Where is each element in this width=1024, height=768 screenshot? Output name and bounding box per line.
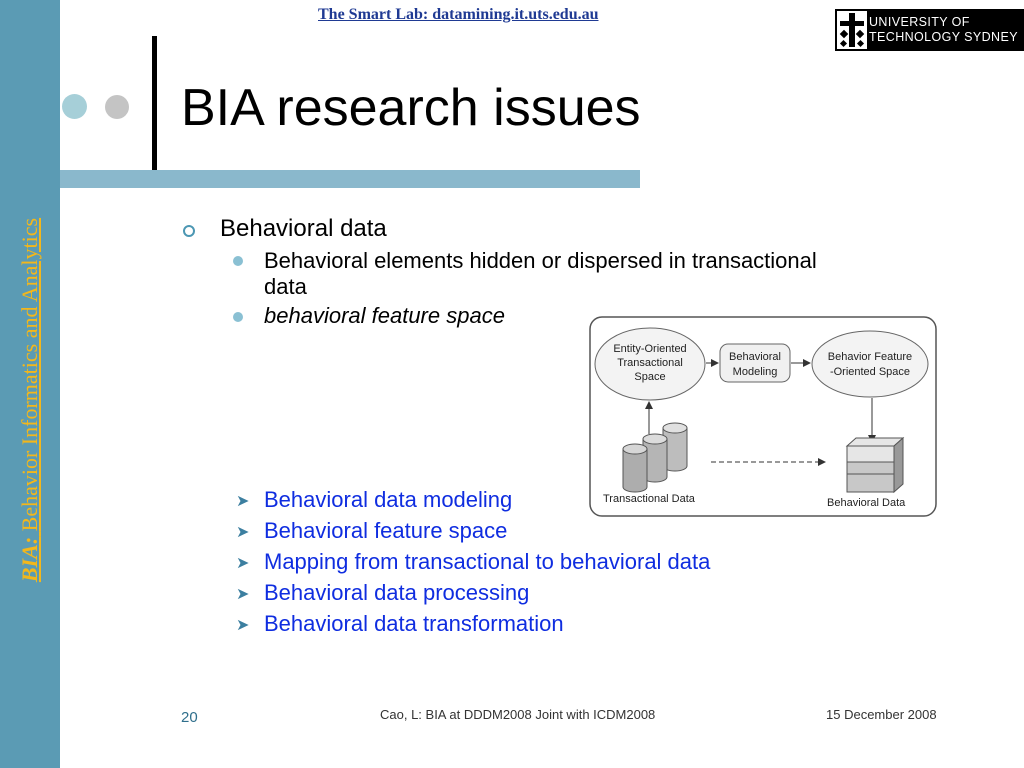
sidebar-title: BIA: Behavior Informatics and Analytics: [17, 218, 43, 582]
arrow-bullet-icon: ➤: [236, 524, 250, 541]
page-number: 20: [181, 709, 198, 726]
filled-circle-bullet-icon: [233, 312, 243, 322]
feature-space-label-2: -Oriented Space: [830, 366, 910, 378]
modeling-node: [719, 343, 791, 383]
behavioral-data-label: Behavioral Data: [827, 497, 906, 509]
title-divider: [60, 170, 640, 188]
bullet-feature-space: behavioral feature space: [264, 303, 505, 328]
sub-item: Behavioral data modeling: [264, 487, 513, 512]
bullet-behavioral-data: Behavioral data: [220, 215, 387, 242]
uts-wordmark: UNIVERSITY OF TECHNOLOGY SYDNEY: [869, 15, 1018, 45]
sidebar-abbr: BIA:: [17, 536, 42, 583]
sub-item: Behavioral data processing: [264, 580, 530, 605]
arrow-bullet-icon: ➤: [236, 617, 250, 634]
entity-space-label-3: Space: [634, 371, 665, 383]
modeling-label-1: Behavioral: [729, 351, 781, 363]
sub-item: Behavioral data transformation: [264, 611, 564, 636]
entity-space-label-2: Transactional: [617, 357, 683, 369]
uts-wordmark-line2: TECHNOLOGY SYDNEY: [869, 30, 1018, 44]
feature-space-label-1: Behavior Feature: [828, 351, 912, 363]
filled-circle-bullet-icon: [233, 256, 243, 266]
title-accent-bar: [152, 36, 157, 170]
hollow-circle-bullet-icon: [183, 225, 195, 237]
uts-logo: UNIVERSITY OF TECHNOLOGY SYDNEY: [835, 9, 1024, 51]
decorative-dot-teal: [62, 94, 87, 119]
smart-lab-link[interactable]: The Smart Lab: datamining.it.uts.edu.au: [318, 6, 599, 23]
behavioral-data-cube-icon: [845, 436, 905, 494]
bullet-hidden-elements-line1: Behavioral elements hidden or dispersed …: [264, 248, 817, 273]
bullet-hidden-elements-line2: data: [264, 274, 307, 299]
footer-date: 15 December 2008: [826, 707, 937, 722]
uts-emblem-icon: [837, 11, 867, 49]
transactional-data-label: Transactional Data: [603, 493, 696, 505]
entity-space-label-1: Entity-Oriented: [613, 343, 686, 355]
sidebar-full-title: Behavior Informatics and Analytics: [17, 217, 42, 532]
slide-title: BIA research issues: [181, 79, 641, 137]
uts-wordmark-line1: UNIVERSITY OF: [869, 15, 970, 29]
decorative-dot-gray: [105, 95, 129, 119]
modeling-label-2: Modeling: [733, 366, 778, 378]
sub-item: Behavioral feature space: [264, 518, 508, 543]
database-cylinders-icon: [622, 422, 688, 493]
footer-citation: Cao, L: BIA at DDDM2008 Joint with ICDM2…: [380, 707, 656, 722]
arrow-bullet-icon: ➤: [236, 493, 250, 510]
feature-space-node: [811, 330, 929, 398]
behavioral-mapping-diagram: Entity-Oriented Transactional Space Beha…: [589, 316, 937, 517]
sidebar-band: BIA: Behavior Informatics and Analytics: [0, 0, 60, 768]
bullet-hidden-elements: Behavioral elements hidden or dispersed …: [264, 248, 964, 300]
entity-space-node: [594, 327, 706, 401]
sub-item: Mapping from transactional to behavioral…: [264, 549, 711, 574]
arrow-bullet-icon: ➤: [236, 555, 250, 572]
arrow-bullet-icon: ➤: [236, 586, 250, 603]
